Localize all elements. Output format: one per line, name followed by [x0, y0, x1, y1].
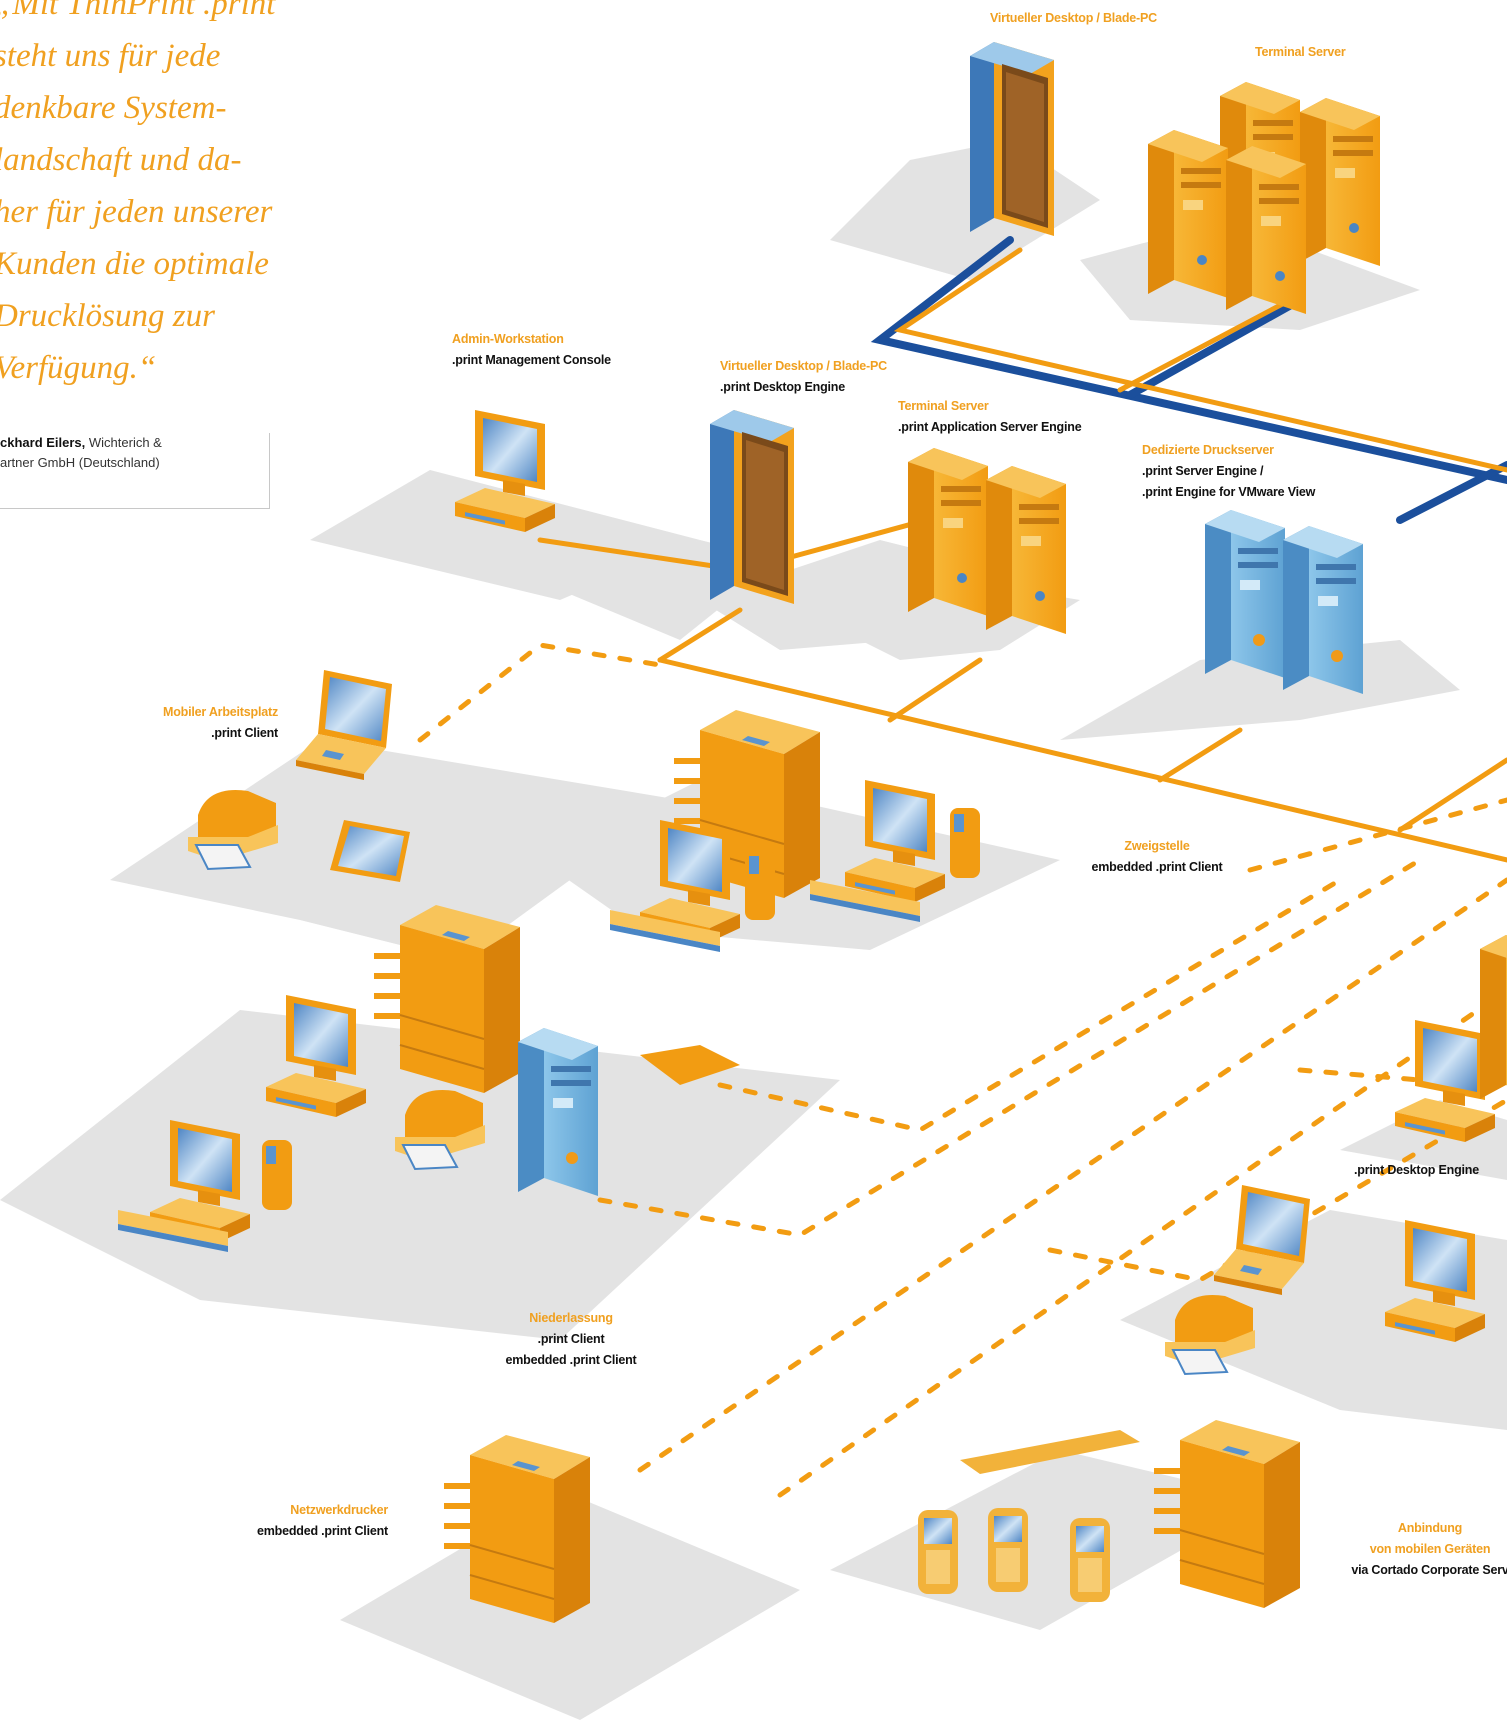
label-sub: .print Client — [537, 1332, 605, 1346]
label-sub: .print Desktop Engine — [1354, 1163, 1479, 1177]
customer-quote: „Mit ThinPrint .print steht uns für jede… — [0, 0, 314, 394]
label-title: Terminal Server — [1255, 45, 1346, 59]
label-mobile-devices: Anbindung von mobilen Geräten via Cortad… — [1340, 1518, 1507, 1581]
label-top-virtual-desktop: Virtueller Desktop / Blade-PC — [990, 8, 1157, 29]
label-sub: embedded .print Client — [1091, 860, 1223, 874]
label-title: Mobiler Arbeitsplatz — [163, 705, 278, 719]
label-sub: embedded .print Client — [505, 1353, 637, 1367]
quote-company-line2: artner GmbH (Deutschland) — [0, 455, 160, 470]
label-title: Netzwerkdrucker — [290, 1503, 388, 1517]
label-dedicated-print-servers: Dedizierte Druckserver .print Server Eng… — [1142, 440, 1315, 503]
label-sub: .print Client — [211, 726, 278, 740]
quote-line: steht uns für jede — [0, 38, 221, 74]
mobile-devices-group — [918, 1419, 1301, 1609]
quote-attribution: ckhard Eilers, Wichterich & artner GmbH … — [0, 433, 270, 509]
admin-workstation — [455, 410, 555, 532]
desktop-engine-cluster — [1395, 935, 1507, 1142]
label-admin-workstation: Admin-Workstation .print Management Cons… — [452, 329, 611, 371]
label-title: von mobilen Geräten — [1369, 1542, 1491, 1556]
network-dashed-lines — [417, 642, 1507, 1498]
label-title: Anbindung — [1397, 1521, 1463, 1535]
label-virtual-desktop: Virtueller Desktop / Blade-PC .print Des… — [720, 356, 887, 398]
label-sub: .print Engine for VMware View — [1142, 485, 1316, 499]
label-mobile-workplace: Mobiler Arbeitsplatz .print Client — [150, 702, 278, 744]
label-terminal-server: Terminal Server .print Application Serve… — [898, 396, 1082, 438]
label-title: Niederlassung — [529, 1311, 613, 1325]
label-title: Virtueller Desktop / Blade-PC — [720, 359, 887, 373]
quote-company: Wichterich & — [85, 435, 162, 450]
quote-line: denkbare System- — [0, 90, 227, 126]
quote-line: her für jeden unserer — [0, 194, 273, 230]
label-sub: .print Server Engine / — [1142, 464, 1264, 478]
quote-line: landschaft und da- — [0, 142, 242, 178]
network-orange-lines — [537, 247, 1507, 863]
label-title: Dedizierte Druckserver — [1142, 443, 1274, 457]
label-sub: via Cortado Corporate Serv — [1351, 1563, 1507, 1577]
label-top-terminal-server: Terminal Server — [1255, 42, 1346, 63]
branch-niederlassung — [118, 904, 740, 1252]
label-sub: .print Desktop Engine — [720, 380, 845, 394]
label-zweigstelle: Zweigstelle embedded .print Client — [1082, 836, 1232, 878]
top-virtual-desktop-blade — [970, 42, 1054, 236]
label-sub: .print Application Server Engine — [898, 420, 1082, 434]
backbone-blue-lines — [870, 236, 1507, 524]
label-network-printer: Netzwerkdrucker embedded .print Client — [214, 1500, 388, 1542]
quote-line: „Mit ThinPrint .print — [0, 0, 276, 22]
virtual-desktop-blade — [710, 410, 794, 604]
label-sub: .print Management Console — [452, 353, 611, 367]
label-desktop-engine: .print Desktop Engine — [1354, 1160, 1479, 1181]
quote-line: Drucklösung zur — [0, 298, 215, 334]
label-sub: embedded .print Client — [256, 1524, 388, 1538]
quote-line: Verfügung.“ — [0, 350, 157, 386]
quote-line: Kunden die optimale — [0, 246, 269, 282]
label-title: Terminal Server — [898, 399, 989, 413]
label-title: Zweigstelle — [1124, 839, 1190, 853]
label-niederlassung: Niederlassung .print Client embedded .pr… — [496, 1308, 646, 1371]
label-title: Admin-Workstation — [452, 332, 564, 346]
label-title: Virtueller Desktop / Blade-PC — [990, 11, 1157, 25]
quote-author: ckhard Eilers, — [0, 435, 86, 450]
